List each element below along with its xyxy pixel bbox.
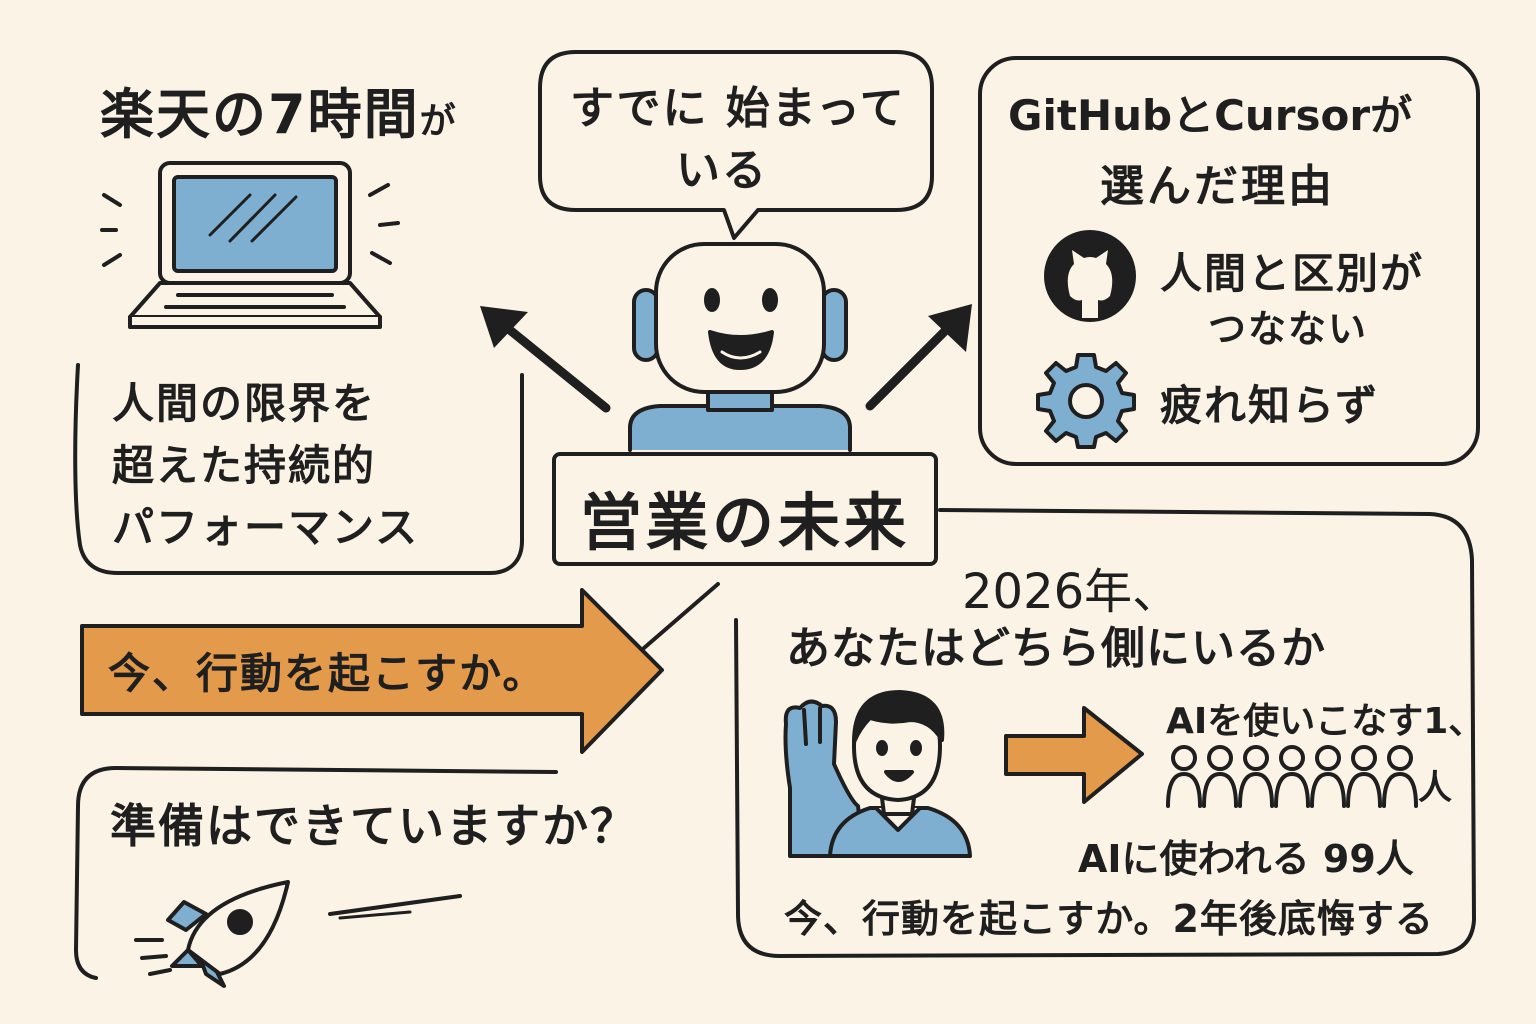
future-of-sales-box [552,452,938,566]
rakuten-title-main: 楽天の7時間 [100,83,420,146]
ai-user-suffix: 人 [1418,768,1452,808]
waving-person-icon [783,690,972,858]
rakuten-line-3: パフォーマンス [112,503,420,552]
orange-right-arrow [1004,706,1144,804]
action-arrow [80,588,664,754]
future-of-sales-label: 営業の未来 [580,486,911,559]
laptop-icon [100,161,400,329]
robot-icon [628,242,852,452]
which-side-title: あなたはどちら側にいるか [786,623,1326,674]
speed-lines [328,894,462,920]
tireless-reason: 疲れ知らず [1160,381,1380,430]
action-arrow-text: 今、行動を起こすか。 [108,649,547,698]
top-right-frame [978,56,1480,466]
rakuten-title-particle: が [419,101,458,142]
rocket-icon [134,880,290,988]
rakuten-title: 楽天の7時間が [100,70,458,149]
connector-line [642,582,720,650]
github-reason-2: つなない [1208,307,1369,351]
speech-line-1: すでに 始まって [570,83,906,134]
speech-line-2: いる [676,145,768,196]
github-icon [1044,230,1136,322]
ai-user-line: AIを使いこなす1、 [1166,701,1485,742]
crowd-icon [1166,745,1418,808]
ready-question: 準備はできていますか？ [110,799,638,853]
github-reason-1: 人間と区別が [1160,249,1425,298]
github-cursor-title-2: 選んだ理由 [1100,161,1335,212]
github-cursor-title-1: GitHubとCursorが [1008,91,1413,140]
bottom-right-frame [734,508,1477,959]
top-left-frame [73,363,524,575]
ai-used-line: AIに使われる 99人 [1078,837,1414,881]
gear-icon [1036,353,1136,449]
bottom-left-frame [73,765,558,980]
arrow-to-rakuten [480,306,611,413]
arrow-to-github [865,304,972,411]
closing-line: 今、行動を起こすか。2年後底悔する [784,897,1434,941]
year-title: 2026年、 [962,564,1181,620]
rakuten-line-2: 超えた持続的 [112,441,377,490]
rakuten-line-1: 人間の限界を [112,379,377,428]
speech-bubble [538,50,934,240]
